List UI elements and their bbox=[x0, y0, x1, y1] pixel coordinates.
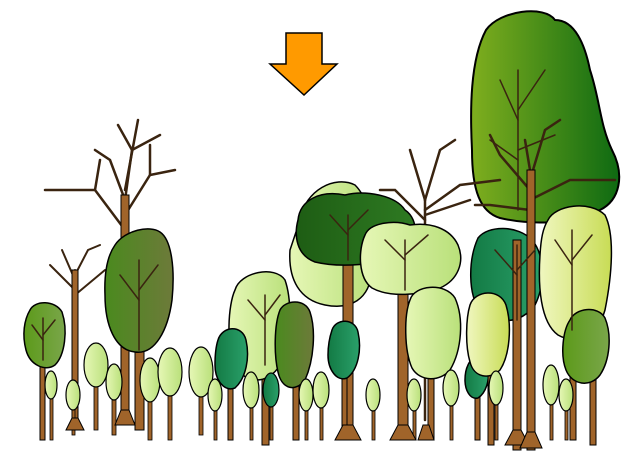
sapling bbox=[158, 348, 182, 440]
sapling bbox=[299, 379, 313, 440]
sapling bbox=[45, 371, 57, 440]
down-arrow-icon bbox=[270, 33, 337, 95]
sapling bbox=[208, 379, 222, 440]
sapling bbox=[84, 343, 108, 430]
yellow-tree-mid-right bbox=[467, 293, 510, 445]
sapling bbox=[443, 370, 459, 440]
sapling bbox=[366, 379, 380, 440]
sapling bbox=[243, 372, 259, 440]
sapling bbox=[543, 365, 559, 440]
sapling bbox=[313, 372, 329, 440]
teal-tree-small-center bbox=[328, 321, 360, 440]
olive-tree-small bbox=[24, 303, 65, 440]
tall-canopy-tree bbox=[471, 11, 619, 222]
